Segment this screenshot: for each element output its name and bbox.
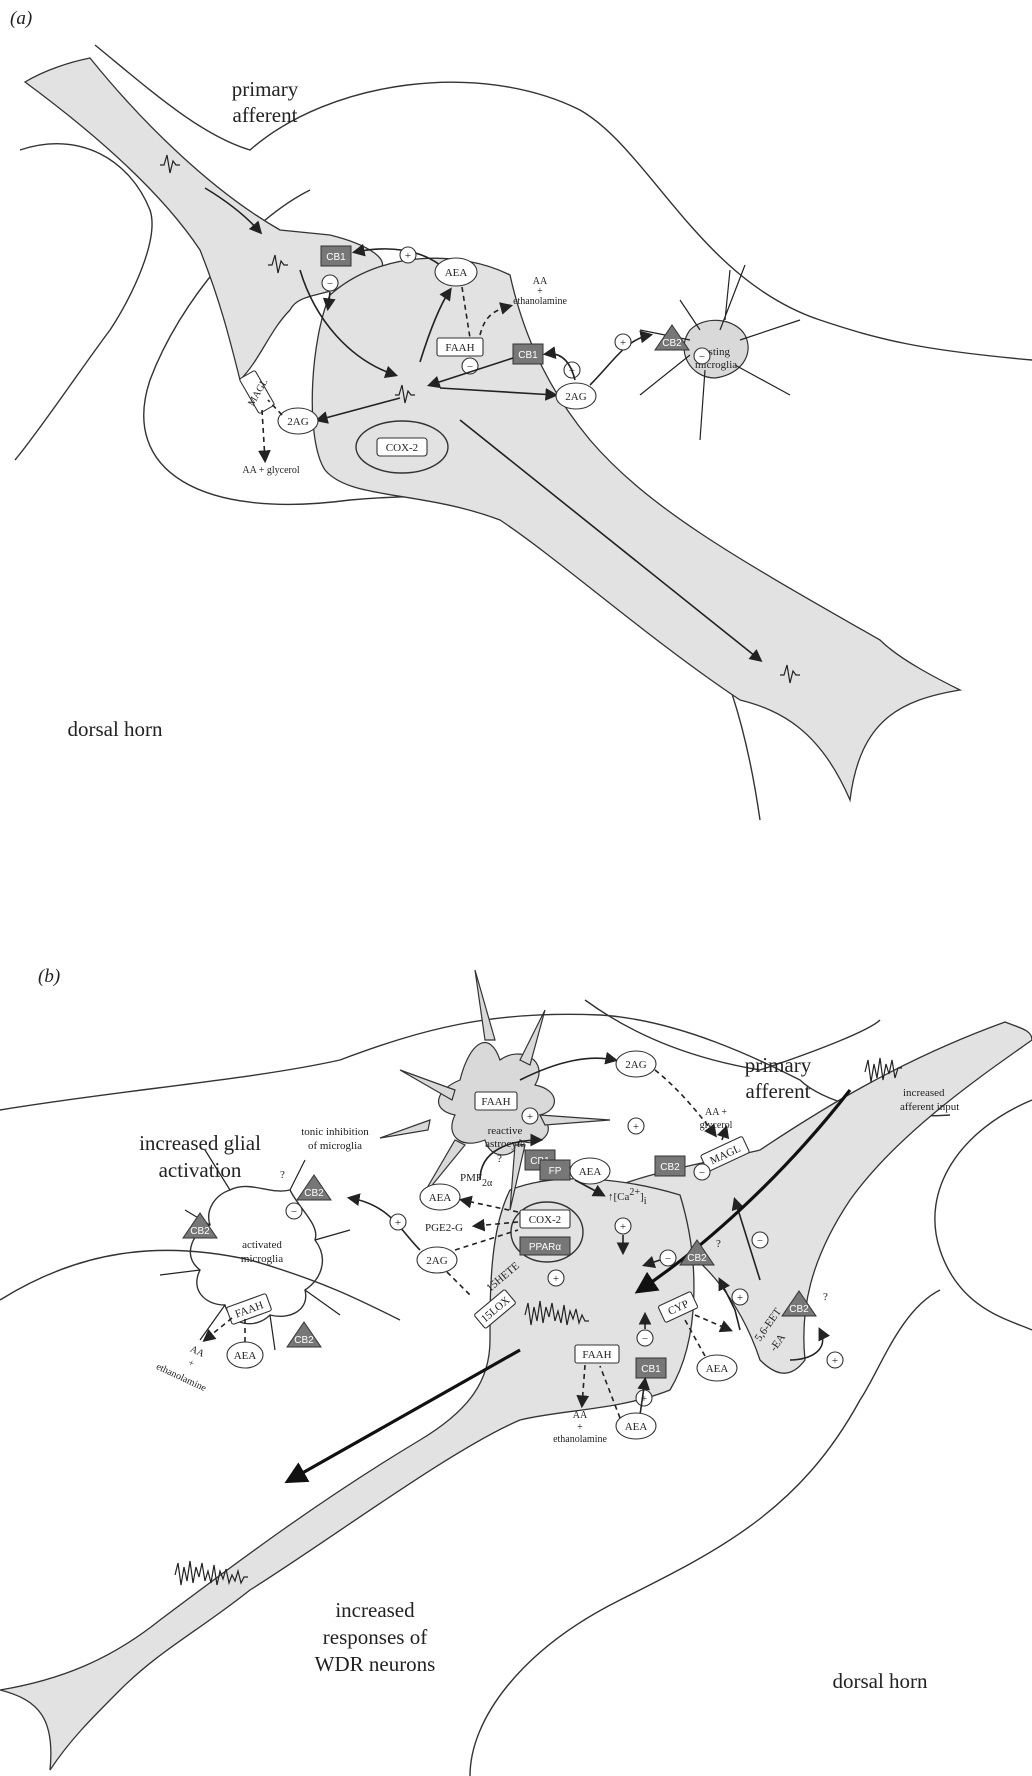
b-question-cb2-afferent: ? xyxy=(823,1291,828,1303)
b-aa-glycerol-1: AA + xyxy=(705,1107,727,1118)
cb1-neuron-label: CB1 xyxy=(518,350,538,361)
b-dorsal-horn-label: dorsal horn xyxy=(832,1669,928,1693)
minus-cb1-afferent-text: − xyxy=(327,278,333,290)
b-minus-afferent-axon-text: − xyxy=(757,1235,763,1247)
b-increased-responses-1: increased xyxy=(335,1598,415,1622)
cox2-label: COX-2 xyxy=(386,442,418,454)
b-fp-label: FP xyxy=(549,1166,562,1177)
b-cb1-neuron-label: CB1 xyxy=(641,1364,661,1375)
plus-2ag-cb2-text: + xyxy=(620,337,626,349)
b-pmf-label: PMF2α xyxy=(460,1172,493,1189)
b-cb2-microglia-3-label: CB2 xyxy=(294,1335,314,1346)
b-aea-bottom-label: AEA xyxy=(625,1421,648,1433)
b-primary-afferent-label-2: afferent xyxy=(746,1079,811,1103)
b-tonic-inhibition-1: tonic inhibition xyxy=(301,1126,369,1138)
b-primary-afferent-label-1: primary xyxy=(745,1053,812,1077)
b-increased-responses-3: WDR neurons xyxy=(315,1652,436,1676)
b-aea-left-label: AEA xyxy=(429,1192,452,1204)
b-glial-activation-2: activation xyxy=(159,1158,242,1182)
b-cb2-microglia-1-label: CB2 xyxy=(304,1188,324,1199)
b-aa-glycerol-2: glycerol xyxy=(700,1120,733,1131)
two-ag-right-label: 2AG xyxy=(565,391,586,403)
b-minus-cb1-neuron-text: − xyxy=(642,1333,648,1345)
panel-b-tissue-outline-left xyxy=(0,1250,400,1320)
panel-a-tissue-outline-left xyxy=(15,144,152,460)
reactive-astrocyte-label-1: reactive xyxy=(488,1125,523,1137)
panel-b: (b) reactive astrocyte FAAH CB1 xyxy=(0,966,1032,1776)
aa-glycerol-label: AA + glycerol xyxy=(242,465,300,476)
cb2-microglia-label: CB2 xyxy=(662,338,682,349)
b-question-cb2-neuron: ? xyxy=(716,1238,721,1250)
two-ag-left-label: 2AG xyxy=(287,416,308,428)
b-aea-cyp-label: AEA xyxy=(706,1363,729,1375)
minus-cb2-microglia-text: − xyxy=(699,351,705,363)
b-dash-2ag-to-lox xyxy=(447,1272,470,1295)
panel-b-tissue-outline-right xyxy=(935,1100,1032,1330)
b-plus-eet-cb2-neuron-text: + xyxy=(737,1292,743,1304)
panel-b-label: (b) xyxy=(38,966,60,987)
b-cox2-label: COX-2 xyxy=(529,1214,561,1226)
b-dorsal-horn-neuron xyxy=(0,1179,694,1770)
dash-magl-to-aa xyxy=(262,410,265,460)
b-increased-responses-2: responses of xyxy=(323,1625,427,1649)
b-plus-pmf-fp-text: + xyxy=(527,1111,533,1123)
b-aa-eth-microglia-2: + xyxy=(186,1358,196,1371)
b-minus-microglia-text: − xyxy=(291,1206,297,1218)
b-dash-cyp-to-eet xyxy=(695,1315,730,1330)
b-glial-activation-1: increased glial xyxy=(139,1131,261,1155)
b-dash-faah-microglia-to-aa xyxy=(205,1318,232,1340)
b-aea-microglia-label: AEA xyxy=(234,1350,257,1362)
resting-microglia: resting microglia xyxy=(640,265,800,440)
b-question-microglia: ? xyxy=(280,1169,285,1181)
b-cb2-neuron-label: CB2 xyxy=(687,1253,707,1264)
b-plus-mid-text: + xyxy=(633,1121,639,1133)
b-afferent-input-1: increased xyxy=(903,1087,945,1099)
b-plus-2ag-microglia-text: + xyxy=(395,1217,401,1229)
cb1-afferent-label: CB1 xyxy=(326,252,346,263)
b-plus-ca-text: + xyxy=(620,1221,626,1233)
primary-afferent-label-2: afferent xyxy=(233,103,298,127)
b-cb2-afferent-lower-label: CB2 xyxy=(789,1304,809,1315)
b-pge2g-label: PGE2-G xyxy=(425,1222,463,1234)
b-question-pmf: ? xyxy=(497,1153,502,1165)
b-ppar-label: PPARα xyxy=(529,1242,561,1253)
faah-label: FAAH xyxy=(445,342,474,354)
arrow-neuron-axon xyxy=(460,420,760,660)
b-faah-astro-label: FAAH xyxy=(481,1096,510,1108)
b-aa-eth-3: ethanolamine xyxy=(553,1434,607,1445)
b-faah-neuron-label: FAAH xyxy=(582,1349,611,1361)
aea-label: AEA xyxy=(445,267,468,279)
b-arrow-2ag-to-cb2-microglia xyxy=(350,1198,420,1250)
b-afferent-input-2: afferent input xyxy=(900,1101,959,1113)
b-two-ag-mid-label: 2AG xyxy=(426,1255,447,1267)
dorsal-horn-label: dorsal horn xyxy=(67,717,163,741)
b-cb2-microglia-2-label: CB2 xyxy=(190,1226,210,1237)
b-plus-eet-cb2-text: + xyxy=(832,1355,838,1367)
b-plus-ppar-text: + xyxy=(553,1273,559,1285)
b-two-ag-top-label: 2AG xyxy=(625,1059,646,1071)
reactive-astrocyte-label-2: astrocyte xyxy=(485,1138,525,1150)
b-minus-cb2-afferent-text: − xyxy=(699,1167,705,1179)
b-aea-top-label: AEA xyxy=(579,1166,602,1178)
b-aa-eth-microglia-3: ethanolamine xyxy=(154,1361,208,1394)
primary-afferent-label-1: primary xyxy=(232,77,299,101)
panel-a-label: (a) xyxy=(10,8,32,29)
panel-a: (a) resting microglia CB1 xyxy=(10,8,1032,820)
plus-aea-cb1-text: + xyxy=(405,250,411,262)
activated-microglia-label-1: activated xyxy=(242,1239,282,1251)
b-tonic-inhibition-2: of microglia xyxy=(308,1140,362,1152)
b-aa-eth-2: + xyxy=(577,1422,583,1433)
b-minus-cb2-neuron-text: − xyxy=(665,1253,671,1265)
b-cb2-afferent-label: CB2 xyxy=(660,1162,680,1173)
activated-microglia-label-2: microglia xyxy=(241,1253,283,1265)
aa-eth-line3: ethanolamine xyxy=(513,296,567,307)
b-aa-eth-1: AA xyxy=(573,1410,588,1421)
